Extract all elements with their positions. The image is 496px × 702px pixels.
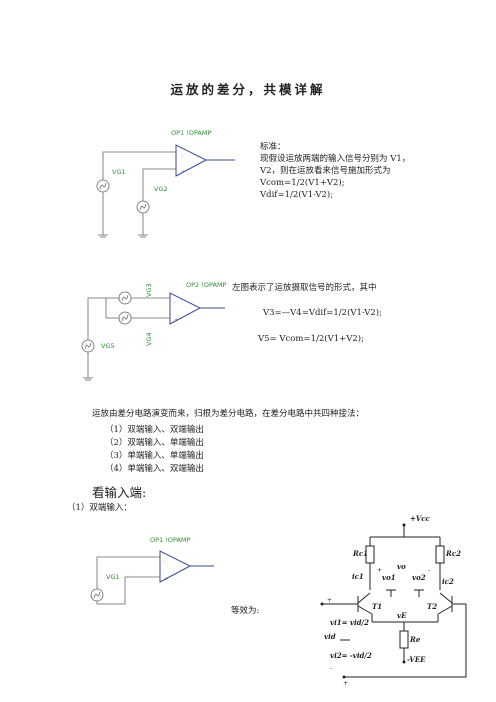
fig2-eq2: V5= Vcom=1/2(V1+V2); bbox=[258, 334, 364, 344]
vi2-label: vi2= -vid/2 bbox=[330, 651, 372, 660]
source-vg5-label: VG5 bbox=[101, 342, 115, 350]
ve-label: vE bbox=[397, 611, 407, 620]
vo-plus-sign: + bbox=[377, 567, 382, 574]
opamp-1-minus-sign: - bbox=[181, 153, 183, 159]
vi1-label: vi1= vid/2 bbox=[330, 618, 369, 627]
method-3: （3）单端输入、单端输出 bbox=[105, 451, 204, 461]
source-vg4-label: VG4 bbox=[145, 332, 153, 346]
opamp-1-label: OP1 !OPAMP bbox=[171, 129, 212, 137]
vo-label: vo bbox=[397, 562, 406, 571]
bottom-plus-sign: + bbox=[343, 680, 348, 687]
opamp-2-label: OP2 !OPAMP bbox=[186, 281, 227, 289]
method-2: （2）双端输入、单端输出 bbox=[105, 438, 204, 448]
vo1-label: vo1 bbox=[382, 573, 396, 582]
standard-line-2: 现假设运放两端的输入信号分别为 V1， bbox=[260, 154, 411, 164]
standard-line-4: Vcom=1/2(V1+V2); bbox=[260, 178, 345, 188]
vo-minus-sign: - bbox=[428, 567, 430, 574]
standard-line-5: Vdif=1/2(V1-V2); bbox=[260, 190, 334, 200]
t2-label: T2 bbox=[427, 602, 437, 611]
opamp-3-minus-sign: - bbox=[164, 559, 166, 565]
opamp-2-minus-sign: - bbox=[174, 300, 176, 306]
source-vg1-label: VG1 bbox=[112, 168, 126, 176]
ic2-label: ic2 bbox=[442, 577, 454, 586]
rc2-label: Rc2 bbox=[445, 549, 461, 558]
method-4: （4）单端输入、双端输出 bbox=[105, 464, 204, 474]
source-vg2-label: VG2 bbox=[154, 185, 168, 193]
equivalent-label: 等效为: bbox=[231, 606, 260, 616]
fig2-intro: 左图表示了运放摄取信号的形式，其中 bbox=[232, 283, 377, 293]
opamp-3-label: OP1 !OPAMP bbox=[150, 536, 191, 544]
vee-label: -VEE bbox=[407, 655, 426, 664]
ic1-label: ic1 bbox=[352, 572, 364, 581]
section-heading: 看输入端: bbox=[92, 485, 147, 500]
opamp-2-plus-sign: + bbox=[174, 317, 178, 323]
standard-line-3: V2，则在运放看来信号施加形式为 bbox=[260, 166, 391, 176]
page-title: 运放的差分，共模详解 bbox=[170, 82, 326, 97]
sub-heading: （1）双端输入： bbox=[67, 503, 132, 513]
vid-label: vid bbox=[324, 632, 336, 641]
re-label: Re bbox=[409, 635, 421, 644]
vo2-label: vo2 bbox=[412, 573, 426, 582]
input-minus-sign: - bbox=[330, 665, 332, 672]
opamp-1-plus-sign: + bbox=[181, 169, 185, 175]
standard-line-1: 标准： bbox=[260, 142, 286, 152]
vcc-label: +Vcc bbox=[410, 514, 431, 523]
rc1-label: Rc1 bbox=[352, 549, 368, 558]
fig2-eq1: V3=—V4=Vdif=1/2(V1-V2); bbox=[263, 308, 382, 318]
input-plus-sign: + bbox=[327, 597, 332, 604]
t1-label: T1 bbox=[372, 602, 382, 611]
source-vg3-label: VG3 bbox=[145, 283, 153, 297]
method-1: （1）双端输入、双端输出 bbox=[105, 425, 204, 435]
opamp-3-plus-sign: + bbox=[164, 576, 168, 582]
evolution-text: 运放由差分电路演变而来，归根为差分电路，在差分电路中共四种接法： bbox=[92, 409, 365, 419]
fig3-source-vg1-label: VG1 bbox=[106, 573, 120, 581]
